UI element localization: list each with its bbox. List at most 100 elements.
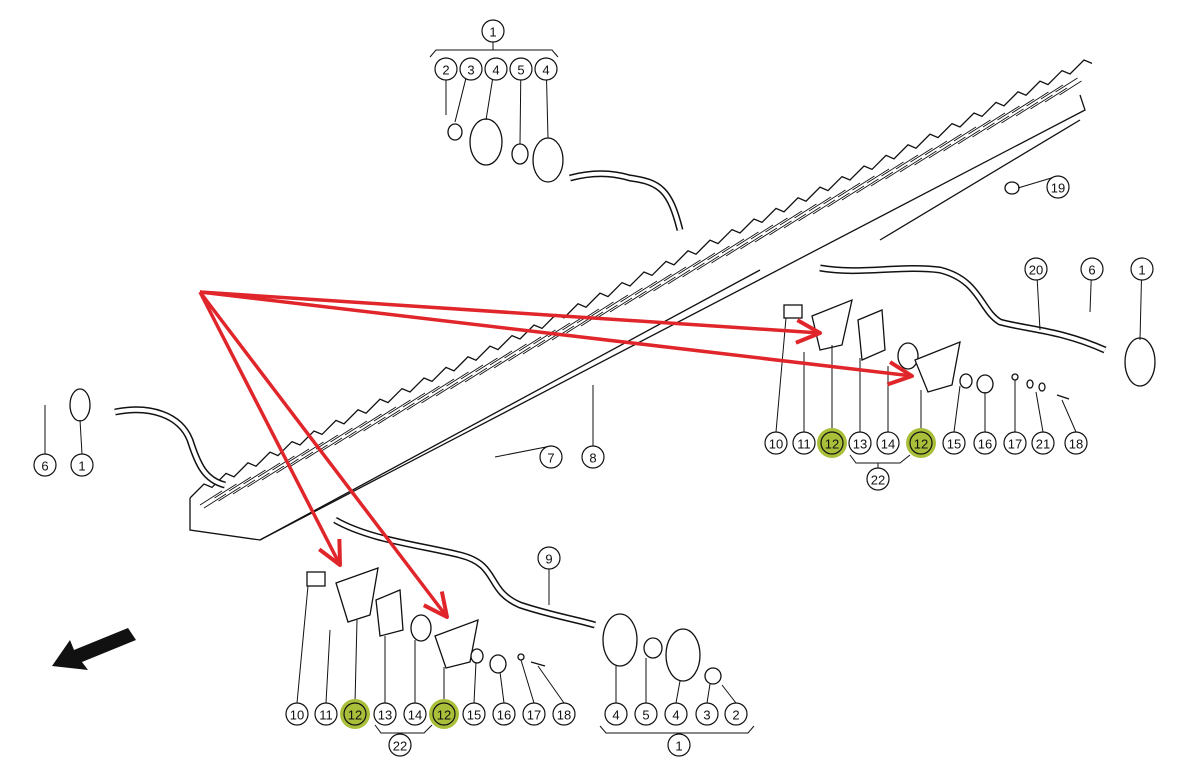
bearing-plate (335, 567, 379, 623)
grate-slat (518, 336, 546, 355)
callout-circle (1031, 431, 1055, 455)
callout-10: 10 (285, 702, 309, 726)
leader-line (706, 683, 711, 704)
grate-slat (1026, 91, 1053, 110)
grate-slat (866, 168, 894, 187)
callout-7: 7 (539, 445, 563, 469)
grate-slat (1055, 77, 1082, 96)
callout-number: 14 (881, 437, 895, 452)
callout-number: 2 (732, 708, 739, 723)
callout-circle (459, 57, 483, 81)
grate-slat (620, 287, 647, 306)
red-arrow-head (422, 591, 449, 619)
grate-slat (852, 175, 879, 194)
callout-number: 4 (542, 63, 549, 78)
conveyor-frame (189, 94, 1086, 541)
callout-circle (484, 57, 508, 81)
leader-line (325, 629, 331, 704)
grate-slat (692, 252, 720, 271)
callout-15: 15 (462, 702, 486, 726)
callout-12: 12 (906, 428, 936, 458)
arrow-down-left-icon (52, 628, 136, 670)
ball-bearing (897, 342, 919, 370)
grate-slat (634, 280, 662, 299)
callout-circle (581, 445, 605, 469)
callout-4: 4 (664, 702, 688, 726)
grate-slat (910, 147, 937, 166)
bearing-plate (914, 340, 961, 393)
grate-sawtooth-edge (189, 59, 1093, 499)
grate-slat (301, 441, 328, 460)
callout-1: 1 (667, 733, 691, 757)
callout-1: 1 (1130, 257, 1154, 281)
callout-circle (848, 431, 872, 455)
callout-12: 12 (817, 428, 847, 458)
bearing-plate (811, 298, 853, 351)
callout-number: 1 (1138, 263, 1145, 278)
callout-circle (509, 57, 533, 81)
leader-line (494, 445, 552, 458)
callout-4: 4 (604, 702, 628, 726)
callout-circle (942, 431, 966, 455)
callout-number: 1 (489, 25, 496, 40)
callout-circle (1064, 431, 1088, 455)
bolt (530, 661, 546, 667)
grate-slat (1040, 84, 1068, 103)
grate-slat (402, 392, 430, 411)
bushing (783, 304, 803, 319)
callout-circle (1003, 431, 1027, 455)
leader-line (775, 317, 787, 433)
bearing (643, 637, 663, 659)
callout-18: 18 (552, 702, 576, 726)
grate-slat (663, 266, 691, 285)
group-bracket (599, 725, 755, 734)
callout-circle (481, 19, 505, 43)
bushing (447, 123, 463, 141)
callout-11: 11 (792, 431, 816, 455)
red-arrow-head (795, 318, 822, 345)
callout-circle (667, 733, 691, 757)
callout-number: 18 (557, 708, 571, 723)
callout-circle (432, 702, 456, 726)
shaft-inner (114, 407, 226, 487)
grate-slat (823, 189, 850, 208)
callout-circle (522, 702, 546, 726)
grate-slat (446, 371, 473, 390)
leader-line (296, 585, 309, 704)
callout-5: 5 (634, 702, 658, 726)
grate-slat (881, 161, 908, 180)
callout-number: 2 (442, 63, 449, 78)
flange (532, 137, 564, 183)
callout-2: 2 (724, 702, 748, 726)
leader-line (499, 671, 505, 704)
callout-circle (764, 431, 788, 455)
callout-circle (537, 546, 561, 570)
callout-16: 16 (492, 702, 516, 726)
flange-housing (857, 309, 886, 361)
grate-slat (489, 350, 517, 369)
shaft-inner (819, 266, 1106, 352)
callout-number: 4 (492, 63, 499, 78)
nut (1004, 181, 1020, 195)
callout-number: 11 (797, 437, 811, 452)
callout-circle (343, 702, 367, 726)
callout-circle (973, 431, 997, 455)
circlip (470, 648, 484, 664)
callout-number: 16 (497, 708, 511, 723)
leader-line (675, 680, 681, 704)
callout-6: 6 (1080, 257, 1104, 281)
grate-slat (779, 210, 807, 229)
ball-bearing (410, 614, 432, 642)
callout-circle (285, 702, 309, 726)
callout-circle (388, 733, 412, 757)
callout-circle (534, 57, 558, 81)
bearing-plate (434, 618, 479, 669)
grate-slat (199, 490, 227, 509)
grate-slat (460, 364, 488, 383)
grate-slat (939, 133, 966, 152)
leader-line (953, 385, 961, 433)
callout-circle (695, 702, 719, 726)
callout-4: 4 (484, 57, 508, 81)
